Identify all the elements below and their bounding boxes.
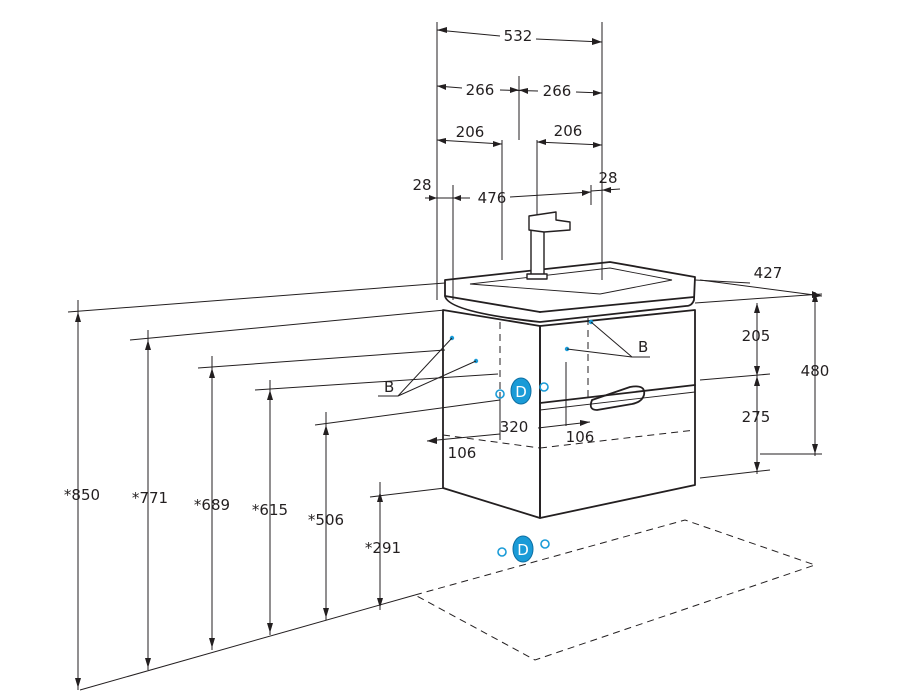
- points-b: B B: [378, 319, 650, 397]
- basin-top-rim: [444, 261, 696, 323]
- dim-height-615: *615: [252, 501, 288, 519]
- dim-offset-left: 106: [448, 444, 477, 462]
- height-dimensions: *850 *771 *689 *615 *506 *291: [64, 282, 501, 691]
- dim-depth: 427: [754, 264, 783, 282]
- dim-height-506: *506: [308, 511, 344, 529]
- basin-front-edge-2: [539, 296, 695, 313]
- dim-connection-spacing: 320: [500, 418, 529, 436]
- dim-half-width-left: 266: [466, 81, 495, 99]
- washbasin: [444, 261, 696, 323]
- hidden-edge: [539, 429, 696, 449]
- dim-lower-drawer: 275: [742, 408, 771, 426]
- dim-overall-width: 532: [504, 27, 533, 45]
- cabinet: [442, 309, 696, 519]
- dim-side-right: 28: [598, 169, 617, 187]
- tap-spout: [528, 211, 571, 233]
- dim-upper-drawer: 205: [742, 327, 771, 345]
- drawer-split-line: [539, 384, 696, 404]
- point-b-label-right: B: [638, 338, 648, 356]
- basin-front-edge: [444, 295, 541, 313]
- dim-inner-width: 476: [478, 189, 507, 207]
- dim-side-left: 28: [412, 176, 431, 194]
- drain-letter: D: [515, 383, 527, 401]
- water-inlet-icon: [497, 547, 507, 557]
- dim-inner-right: 206: [554, 122, 583, 140]
- dim-offset-right: 106: [566, 428, 595, 446]
- top-dimensions: 532 266 266 206 206 28 476 28: [412, 22, 621, 300]
- right-dimensions: 427 205 275 480: [694, 264, 830, 479]
- drawer-handle: [589, 385, 646, 411]
- basin-bowl: [469, 267, 673, 295]
- dim-height-850: *850: [64, 486, 100, 504]
- dim-half-width-right: 266: [543, 82, 572, 100]
- mixer-tap: [526, 211, 571, 280]
- tap-base: [526, 273, 548, 280]
- drain-letter: D: [517, 541, 529, 559]
- hidden-edge: [442, 434, 541, 449]
- dim-inner-left: 206: [456, 123, 485, 141]
- connection-dimensions: 320 106 106: [426, 362, 595, 462]
- dim-height-771: *771: [132, 489, 168, 507]
- water-inlet-icon: [540, 539, 550, 549]
- water-inlet-icon: [495, 389, 505, 399]
- connections-upper: D: [495, 377, 549, 405]
- dim-height-689: *689: [194, 496, 230, 514]
- cabinet-front-face: [442, 309, 541, 519]
- connections-lower: D: [497, 535, 550, 563]
- dim-height-291: *291: [365, 539, 401, 557]
- drain-icon: [510, 377, 532, 405]
- cabinet-side-face: [539, 309, 696, 519]
- water-inlet-icon: [539, 382, 549, 392]
- point-b-label-left: B: [384, 378, 394, 396]
- dim-cabinet-height: 480: [801, 362, 830, 380]
- drain-icon: [512, 535, 534, 563]
- floor-footprint: [413, 519, 817, 661]
